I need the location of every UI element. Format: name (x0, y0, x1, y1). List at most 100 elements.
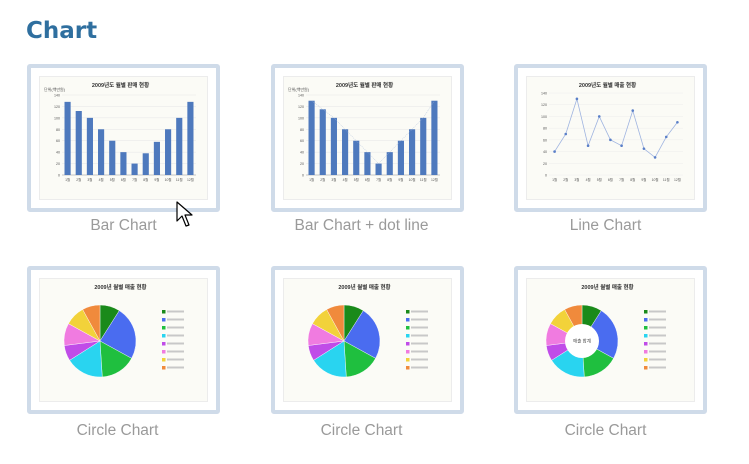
x-tick-label: 2월 (320, 177, 325, 182)
caption-line-chart[interactable]: Line Chart (569, 217, 642, 234)
legend-swatch (406, 350, 410, 354)
y-tick-label: 0 (302, 174, 304, 178)
y-tick-label: 20 (56, 162, 60, 166)
chart-card-circle-1[interactable]: 2009년 월별 매출 현황 (27, 266, 220, 414)
y-tick-label: 120 (54, 105, 60, 109)
x-tick-label: 5월 (354, 177, 359, 182)
legend-text-placeholder (167, 342, 184, 345)
legend-text-placeholder (649, 310, 666, 313)
y-axis-label: 단위(백만원) (288, 86, 310, 92)
x-tick-label: 6월 (365, 177, 370, 182)
caption-bar-dotline-chart[interactable]: Bar Chart + dot line (294, 217, 429, 234)
legend-swatch (644, 326, 648, 330)
x-tick-label: 7월 (376, 177, 381, 182)
bar (75, 111, 82, 175)
legend-swatch (644, 350, 648, 354)
bar (397, 140, 404, 175)
pie-slice (581, 310, 619, 359)
x-tick-label: 9월 (154, 177, 159, 182)
caption-bar-chart[interactable]: Bar Chart (90, 217, 157, 234)
donut-hole (565, 324, 599, 358)
chart-title: 2009년도 월별 매출 현황 (579, 81, 636, 89)
x-tick-label: 5월 (110, 177, 115, 182)
line-point (586, 144, 590, 148)
caption-circle-chart-1[interactable]: Circle Chart (76, 422, 159, 439)
legend-text-placeholder (167, 318, 184, 321)
bar-dotline-chart-preview: 2009년도 월별 판매 현황단위(백만원)020406080100120140… (288, 81, 440, 182)
legend-swatch (644, 366, 648, 370)
legend-swatch (644, 358, 648, 362)
legend-swatch (406, 334, 410, 338)
legend-text-placeholder (411, 318, 428, 321)
x-tick-label: 3월 (574, 177, 579, 182)
bar (165, 129, 172, 175)
x-tick-label: 8월 (387, 177, 392, 182)
mouse-cursor-icon (176, 201, 193, 227)
dot-line (311, 100, 435, 164)
line-point (575, 97, 579, 101)
legend-swatch (162, 366, 166, 370)
y-tick-label: 140 (54, 94, 60, 98)
bar (409, 129, 416, 175)
x-tick-label: 6월 (121, 177, 126, 182)
caption-circle-chart-2[interactable]: Circle Chart (320, 422, 403, 439)
legend-text-placeholder (649, 350, 666, 353)
caption-circle-chart-3[interactable]: Circle Chart (564, 422, 647, 439)
bar (420, 117, 427, 175)
legend-text-placeholder (167, 334, 184, 337)
legend-swatch (406, 318, 410, 322)
legend-text-placeholder (649, 318, 666, 321)
legend-swatch (644, 334, 648, 338)
legend-swatch (406, 342, 410, 346)
legend-swatch (162, 358, 166, 362)
x-tick-label: 10월 (409, 177, 416, 182)
y-tick-label: 60 (543, 138, 547, 142)
donut-center-label: 매출 합계 (573, 338, 591, 345)
pie-slice (82, 304, 101, 342)
x-tick-label: 5월 (597, 177, 602, 182)
legend-text-placeholder (649, 334, 666, 337)
bar (330, 117, 337, 175)
line-point (553, 150, 556, 153)
x-tick-label: 10월 (652, 177, 659, 182)
legend-text-placeholder (649, 342, 666, 345)
legend-swatch (406, 366, 410, 370)
bar (98, 129, 105, 175)
x-tick-label: 10월 (165, 177, 172, 182)
x-tick-label: 11월 (420, 177, 427, 182)
bar (86, 117, 93, 175)
y-tick-label: 120 (298, 105, 304, 109)
bar (120, 152, 127, 175)
legend-swatch (644, 310, 648, 314)
y-tick-label: 120 (541, 103, 547, 107)
pie-slice (99, 310, 137, 359)
chart-card-circle-2[interactable]: 2009년 월별 매출 현황 (271, 266, 464, 414)
bar-chart-preview: 2009년도 월별 판매 현황단위(백만원)020406080100120140… (44, 81, 196, 182)
y-tick-label: 80 (56, 128, 60, 132)
y-tick-label: 140 (541, 92, 547, 96)
legend-text-placeholder (649, 366, 666, 369)
legend-text-placeholder (649, 358, 666, 361)
legend-text-placeholder (649, 326, 666, 329)
legend-text-placeholder (411, 326, 428, 329)
chart-title: 2009년 월별 매출 현황 (94, 283, 146, 291)
x-tick-label: 3월 (331, 177, 336, 182)
legend-text-placeholder (411, 366, 428, 369)
pie-chart-preview: 2009년 월별 매출 현황 (63, 283, 184, 378)
bar (131, 163, 138, 175)
legend-swatch (162, 310, 166, 314)
legend-text-placeholder (411, 310, 428, 313)
legend-swatch (406, 310, 410, 314)
y-tick-label: 60 (300, 139, 304, 143)
legend-text-placeholder (167, 366, 184, 369)
bar (109, 140, 116, 175)
x-tick-label: 2월 (563, 177, 568, 182)
x-tick-label: 4월 (586, 177, 591, 182)
